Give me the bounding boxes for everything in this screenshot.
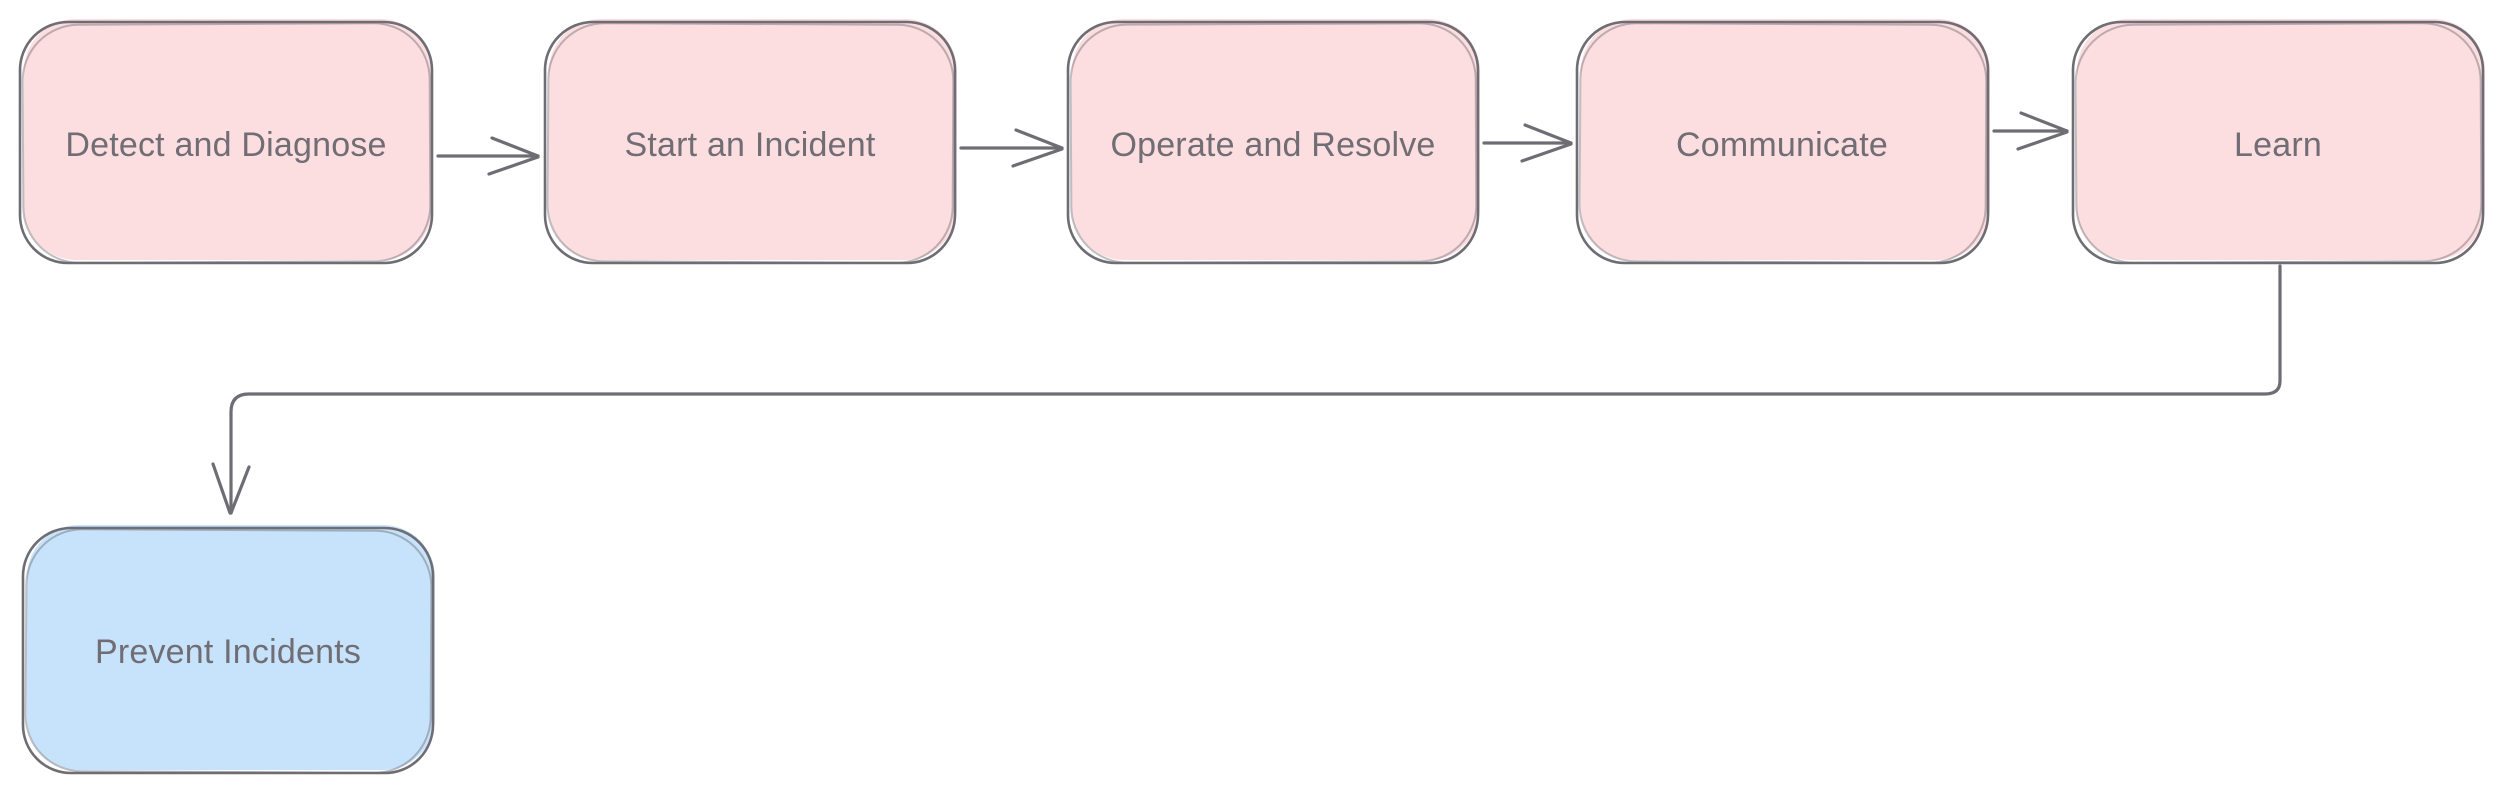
node-prevent-label: Prevent Incidents — [95, 633, 361, 671]
node-learn-sketch-stroke — [2074, 22, 2483, 264]
node-learn-label: Learn — [2234, 126, 2322, 164]
node-prevent-sketch-stroke — [24, 528, 433, 774]
node-operate-border — [1066, 20, 1480, 265]
node-communicate-label: Communicate — [1676, 126, 1888, 164]
node-operate-label: Operate and Resolve — [1110, 126, 1435, 164]
node-communicate-sketch-stroke — [1578, 22, 1988, 264]
node-learn-border — [2071, 20, 2485, 265]
node-communicate-fill — [1581, 19, 1990, 260]
node-prevent-border — [21, 526, 435, 775]
node-start-border — [543, 20, 957, 265]
node-start-fill — [549, 19, 957, 260]
node-communicate: Communicate — [1575, 19, 1990, 265]
node-communicate-border — [1575, 20, 1990, 265]
node-learn: Learn — [2071, 19, 2485, 265]
node-operate-and-resolve: Operate and Resolve — [1066, 19, 1480, 265]
node-prevent-fill — [27, 525, 435, 770]
node-start-an-incident: Start an Incident — [543, 19, 957, 265]
node-learn-fill — [2077, 19, 2485, 260]
node-operate-sketch-stroke — [1069, 22, 1478, 264]
node-prevent-incidents: Prevent Incidents — [21, 525, 435, 775]
node-detect-label: Detect and Diagnose — [65, 126, 386, 164]
edge-learn-to-prevent — [211, 264, 2282, 515]
node-detect-border — [18, 20, 434, 265]
node-detect-sketch-stroke — [21, 22, 432, 264]
node-operate-fill — [1072, 19, 1480, 260]
node-detect-fill — [24, 19, 432, 260]
node-detect-and-diagnose: Detect and Diagnose — [18, 19, 434, 265]
node-start-sketch-stroke — [546, 22, 955, 264]
node-start-label: Start an Incident — [625, 126, 876, 164]
